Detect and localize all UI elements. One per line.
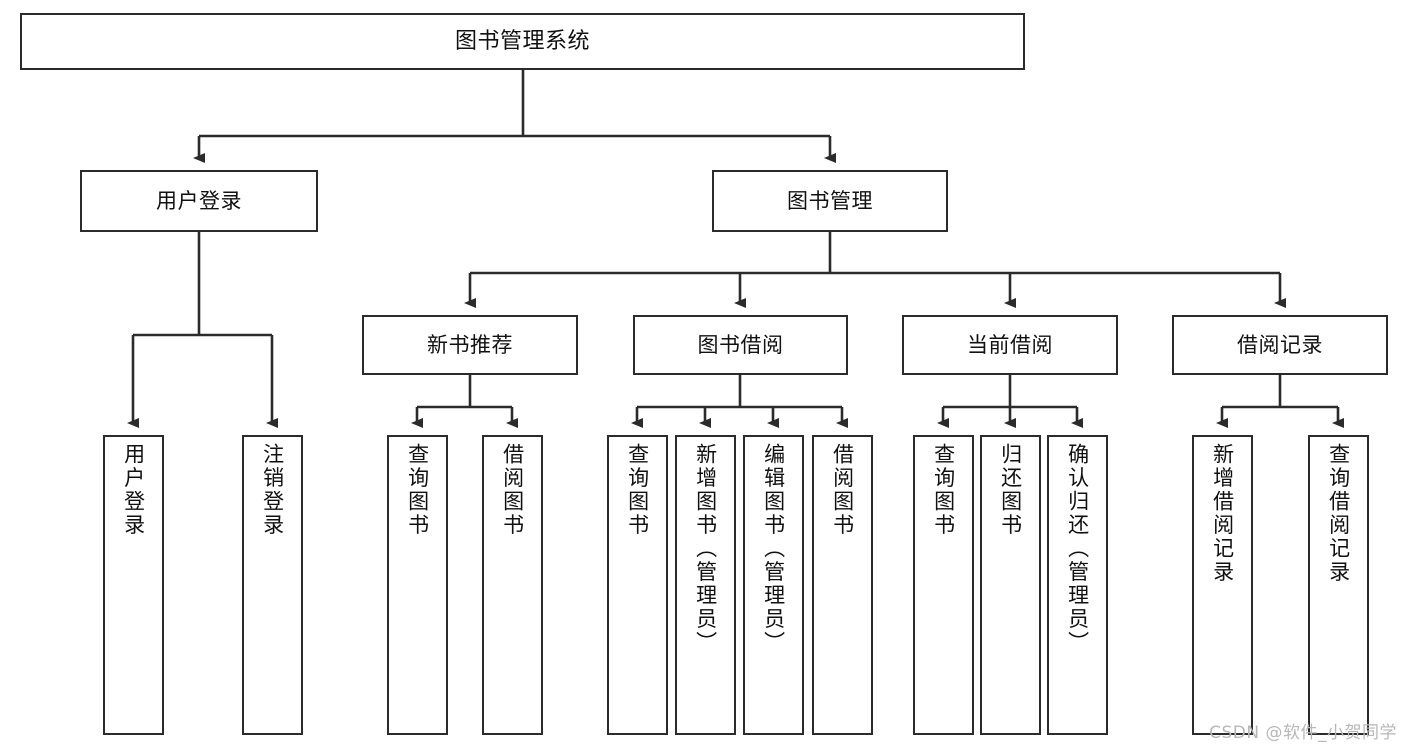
leaf-add-book-admin[interactable]: 新增图书（管理员） (675, 435, 736, 735)
node-label: 当前借阅 (967, 332, 1053, 357)
node-label: 图书借阅 (697, 332, 784, 357)
leaf-query-book-recommend[interactable]: 查询图书 (387, 435, 448, 735)
node-label: 确认归还（管理员） (1065, 443, 1090, 655)
node-label: 编辑图书（管理员） (761, 443, 786, 655)
node-label: 用户登录 (156, 188, 242, 213)
node-label: 归还图书 (998, 443, 1023, 537)
leaf-edit-book-admin[interactable]: 编辑图书（管理员） (743, 435, 804, 735)
leaf-borrow-book-recommend[interactable]: 借阅图书 (482, 435, 543, 735)
node-label: 图书管理 (787, 188, 873, 213)
node-current-borrow[interactable]: 当前借阅 (902, 315, 1118, 375)
leaf-logout[interactable]: 注销登录 (242, 435, 303, 735)
node-label: 注销登录 (260, 443, 285, 537)
node-borrow-record[interactable]: 借阅记录 (1172, 315, 1388, 375)
node-label: 借阅记录 (1237, 332, 1323, 357)
leaf-add-borrow-record[interactable]: 新增借阅记录 (1192, 435, 1253, 735)
node-label: 查询图书 (405, 443, 430, 537)
node-label: 新书推荐 (427, 332, 513, 357)
leaf-user-login[interactable]: 用户登录 (103, 435, 164, 735)
node-label: 借阅图书 (830, 443, 855, 537)
leaf-borrow-book[interactable]: 借阅图书 (812, 435, 873, 735)
node-label: 新增图书（管理员） (693, 443, 718, 655)
leaf-return-book[interactable]: 归还图书 (980, 435, 1041, 735)
node-label: 查询借阅记录 (1326, 443, 1351, 584)
node-label: 用户登录 (121, 443, 146, 537)
leaf-confirm-return-admin[interactable]: 确认归还（管理员） (1047, 435, 1108, 735)
node-label: 查询图书 (625, 443, 650, 537)
node-label: 新增借阅记录 (1210, 443, 1235, 584)
node-label: 借阅图书 (500, 443, 525, 537)
node-book-borrow[interactable]: 图书借阅 (633, 315, 848, 375)
node-label: 图书管理系统 (454, 28, 590, 54)
leaf-query-book-borrow[interactable]: 查询图书 (607, 435, 668, 735)
node-user-login[interactable]: 用户登录 (80, 170, 318, 232)
node-label: 查询图书 (931, 443, 956, 537)
node-root-system[interactable]: 图书管理系统 (20, 13, 1025, 70)
node-book-management[interactable]: 图书管理 (712, 170, 948, 232)
leaf-query-borrow-record[interactable]: 查询借阅记录 (1308, 435, 1369, 735)
watermark-text: CSDN @软件_小贺同学 (1209, 723, 1397, 743)
leaf-query-book-current[interactable]: 查询图书 (913, 435, 974, 735)
node-new-book-recommend[interactable]: 新书推荐 (362, 315, 578, 375)
